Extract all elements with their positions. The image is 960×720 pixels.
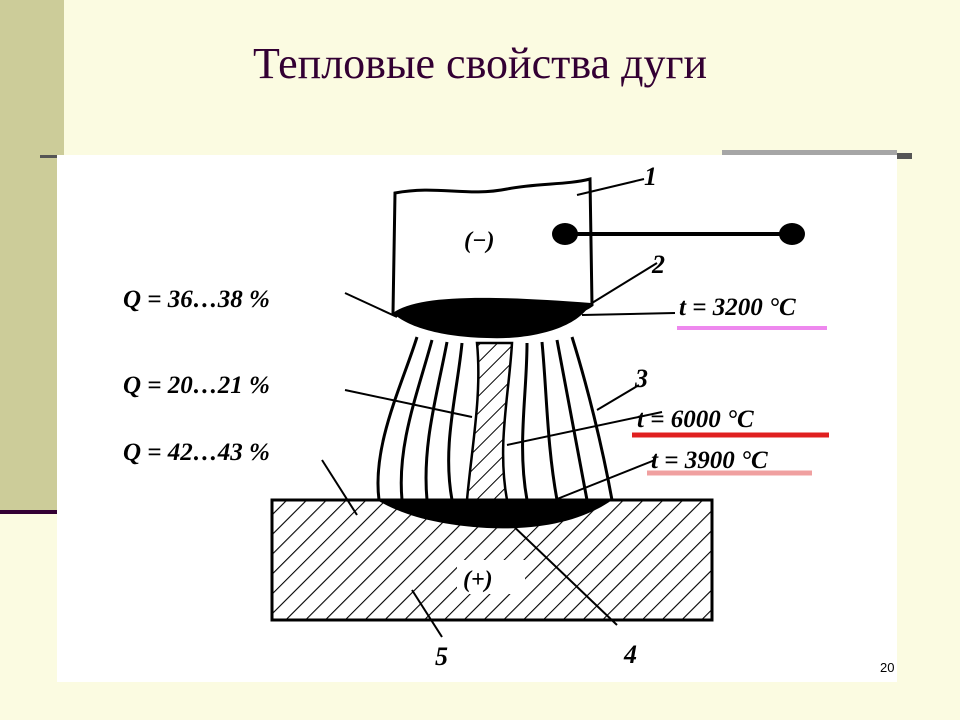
callout-4: 4 — [623, 640, 637, 669]
decor-rule-right-end — [897, 153, 912, 159]
page-number: 20 — [880, 660, 895, 675]
left-decor-band — [0, 0, 64, 512]
callout-5: 5 — [435, 642, 448, 671]
decor-rule-bottom — [0, 510, 60, 514]
arc-column — [376, 336, 614, 501]
cathode-polarity: (−) — [464, 228, 495, 254]
diagram-panel: (−) (+) 1 2 3 4 5 — [57, 155, 897, 682]
callout-1: 1 — [644, 162, 657, 191]
anode-spot — [377, 500, 612, 529]
callout-2: 2 — [651, 250, 665, 279]
temp-column: t = 6000 °C — [637, 406, 754, 433]
anode-label-bg — [457, 560, 525, 594]
heat-share-anode: Q = 42…43 % — [123, 439, 270, 466]
arc-diagram: (−) (+) 1 2 3 4 5 — [123, 162, 829, 671]
callout-3: 3 — [634, 364, 648, 393]
heat-share-column: Q = 20…21 % — [123, 372, 270, 399]
terminal-node-right — [779, 223, 805, 245]
anode-polarity: (+) — [463, 567, 493, 593]
heat-share-cathode: Q = 36…38 % — [123, 286, 270, 313]
decor-rule-left — [40, 155, 64, 158]
decor-rule-right — [722, 150, 897, 158]
leader-lines — [321, 178, 676, 638]
temp-anode: t = 3900 °C — [651, 447, 768, 474]
cathode-spot — [393, 297, 591, 339]
arc-core — [465, 341, 514, 502]
terminal-node-left — [552, 223, 578, 245]
temp-cathode: t = 3200 °C — [679, 294, 796, 321]
slide-title: Тепловые свойства дуги — [252, 39, 708, 88]
